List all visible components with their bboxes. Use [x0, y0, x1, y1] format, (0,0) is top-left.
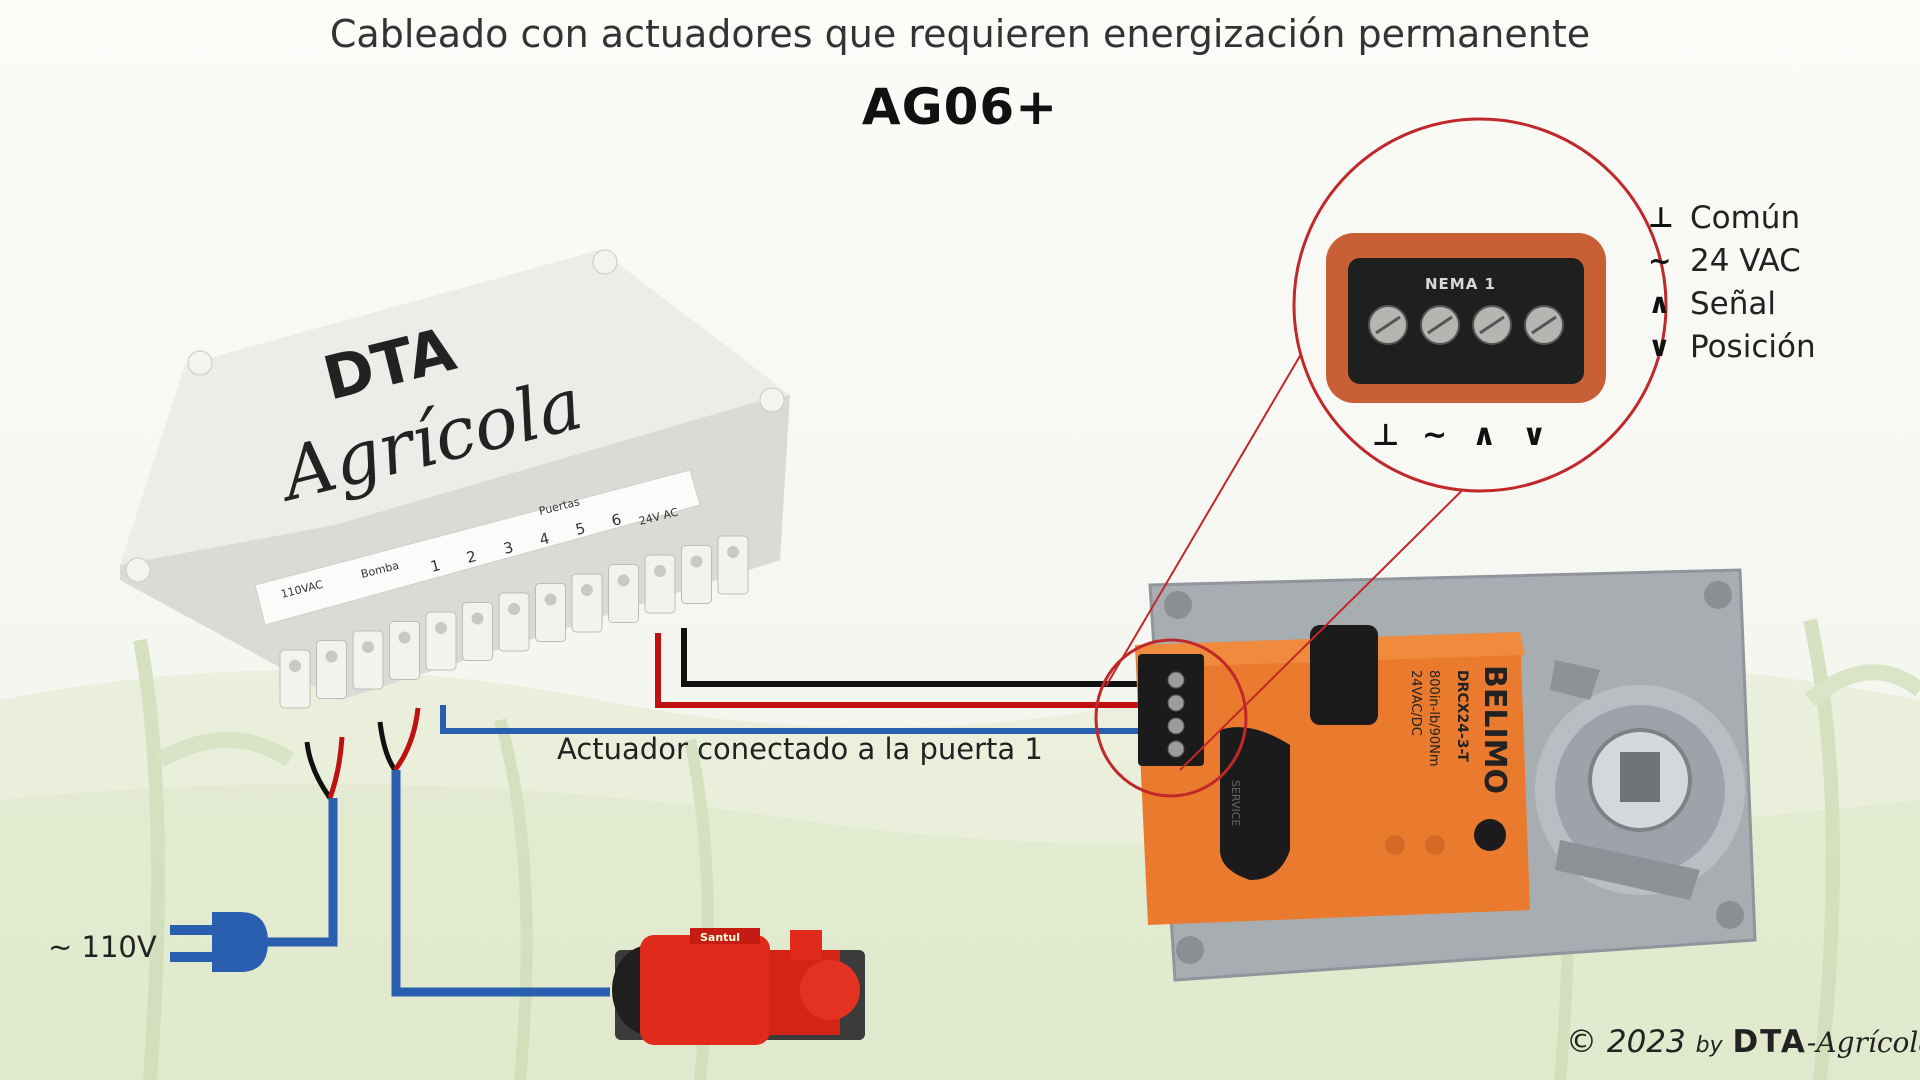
copyright-notice: © 2023 by DTA-Agrícola: [1566, 1024, 1920, 1060]
legend-row-comun: ⊥ Común: [1648, 196, 1816, 239]
service-label: SERVICE: [1229, 780, 1242, 826]
terminal-strip: [279, 535, 749, 709]
terminal-callout: NEMA 1 ⊥ ~ ∧ ∨: [1094, 117, 1668, 798]
terminal-screw: [1167, 717, 1185, 735]
wire-pump-black: [377, 721, 398, 772]
terminal-block: [389, 621, 420, 680]
common-icon: ⊥: [1648, 201, 1674, 234]
copyright-brand: DTA: [1732, 1024, 1807, 1060]
terminal-block: [425, 611, 457, 671]
terminal-screw: [1167, 694, 1185, 712]
controller-box: DTA Agrícola 110VAC Bomba Puertas 24V AC…: [120, 249, 790, 709]
copyright-by: by: [1695, 1033, 1723, 1058]
legend-label-posicion: Posición: [1690, 328, 1816, 365]
terminal-block: [608, 564, 639, 623]
terminal-block: [535, 583, 566, 642]
label-port-1: 1: [429, 556, 443, 576]
copyright-prefix: © 2023: [1566, 1024, 1686, 1060]
legend-label-comun: Común: [1690, 199, 1801, 236]
actuator-voltage: 24VAC/DC: [1408, 670, 1423, 736]
wire-power-red: [327, 736, 345, 799]
wire-signal-blue: [440, 705, 1148, 734]
plug-icon: [170, 912, 268, 972]
screw-slot: [1427, 315, 1453, 335]
terminal-symbol-4: ∨: [1522, 418, 1546, 453]
legend-row-senal: ∧ Señal: [1648, 282, 1816, 325]
actuator-rating: 800in-lb/90Nm: [1426, 670, 1441, 767]
terminal-symbol-3: ∧: [1472, 418, 1496, 453]
actuator-connection-caption: Actuador conectado a la puerta 1: [557, 732, 1043, 766]
wires: [240, 628, 1148, 997]
terminal-block: [681, 545, 712, 604]
terminal-symbol-row: ⊥ ~ ∧ ∨: [1372, 418, 1546, 453]
terminal-block: [644, 554, 676, 614]
screw-slot: [1531, 315, 1557, 335]
copyright-brand-sub: -Agrícola: [1806, 1026, 1920, 1059]
wire-power-cable: [240, 798, 338, 947]
wire-24vac-red: [655, 633, 1148, 708]
legend-label-24vac: 24 VAC: [1690, 242, 1801, 279]
terminal-block: [571, 573, 603, 633]
power-caption: ~ 110V: [48, 930, 157, 964]
actuator-terminal-screws: [1167, 671, 1185, 758]
terminal-symbol-2: ~: [1422, 418, 1447, 453]
screw-slot: [1479, 315, 1505, 335]
label-port-4: 4: [538, 529, 552, 549]
terminal-block: [462, 602, 493, 661]
label-port-5: 5: [574, 519, 588, 539]
terminal-screw: [1167, 740, 1185, 758]
pump-icon: Santul: [612, 928, 865, 1045]
legend-label-senal: Señal: [1690, 285, 1777, 322]
terminal-symbol-1: ⊥: [1372, 418, 1399, 453]
label-port-2: 2: [465, 547, 479, 567]
terminal-screw: [1167, 671, 1185, 689]
model-title: AG06+: [861, 78, 1059, 136]
caret-down-icon: ∨: [1648, 330, 1671, 363]
terminal-block: [279, 649, 311, 709]
terminal-block: [717, 535, 749, 595]
wire-power-black: [304, 741, 333, 800]
actuator-model: DRCX24-3-T: [1454, 670, 1470, 762]
terminal-block: [352, 630, 384, 690]
label-port-6: 6: [610, 510, 624, 530]
legend-row-24vac: ~ 24 VAC: [1648, 239, 1816, 282]
screw-slot: [1375, 315, 1401, 335]
actuator-brand: BELIMO: [1477, 665, 1512, 794]
caret-up-icon: ∧: [1648, 287, 1671, 320]
terminal-block: [498, 592, 530, 652]
terminal-block: [316, 640, 347, 699]
wire-common-black: [681, 628, 1148, 687]
wire-pump-red: [392, 707, 421, 772]
legend-row-posicion: ∨ Posición: [1648, 325, 1816, 368]
wire-pump-cable: [391, 770, 610, 997]
terminal-legend: ⊥ Común ~ 24 VAC ∧ Señal ∨ Posición: [1648, 196, 1816, 368]
actuator: SERVICE BELIMO DRCX24-3-T 800in-lb/90Nm …: [1135, 568, 1757, 982]
shaft-clamp: [1535, 660, 1745, 900]
tilde-icon: ~: [1648, 244, 1672, 277]
zoomed-terminal-screws: [1368, 305, 1564, 345]
label-port-3: 3: [502, 538, 516, 558]
page-title: Cableado con actuadores que requieren en…: [329, 12, 1591, 56]
nema-label: NEMA 1: [1425, 275, 1496, 293]
pump-brand: Santul: [700, 931, 740, 944]
